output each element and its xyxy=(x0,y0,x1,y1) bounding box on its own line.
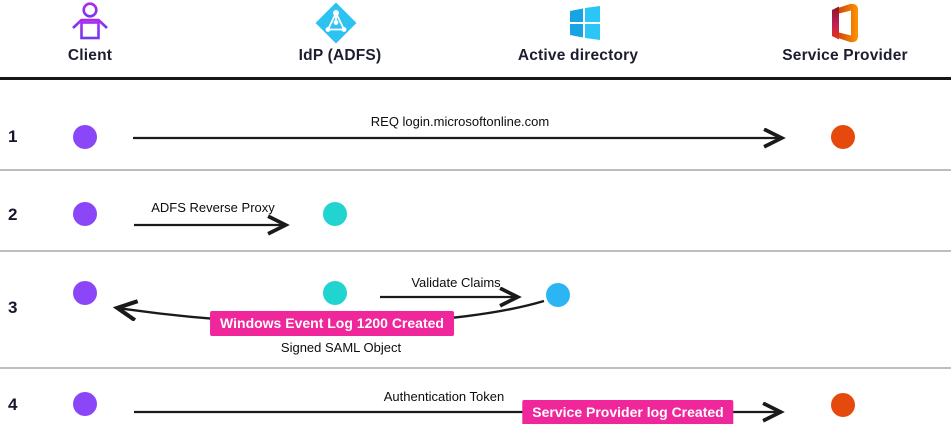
row-number-4: 4 xyxy=(8,395,18,414)
idp-dot-row3 xyxy=(323,281,347,305)
column-label-service-provider: Service Provider xyxy=(782,47,908,64)
signed-saml-object-label: Signed SAML Object xyxy=(280,340,402,355)
header-separator xyxy=(0,77,951,80)
validate-claims-label: Validate Claims xyxy=(411,275,501,290)
service-provider-dot-row1 xyxy=(831,125,855,149)
column-label-client: Client xyxy=(67,47,113,64)
windows-icon xyxy=(570,6,600,40)
row-number-2: 2 xyxy=(8,205,18,224)
client-dot-row1 xyxy=(73,125,97,149)
windows-event-log-badge: Windows Event Log 1200 Created xyxy=(210,311,454,336)
service-provider-log-badge: Service Provider log Created xyxy=(522,400,734,424)
column-label-active-directory: Active directory xyxy=(517,47,639,64)
office-icon xyxy=(832,3,858,43)
column-label-idp: IdP (ADFS) xyxy=(298,47,382,64)
active-directory-dot-row3 xyxy=(546,283,570,307)
row-number-3: 3 xyxy=(8,298,18,317)
client-dot-row2 xyxy=(73,202,97,226)
adfs-reverse-proxy-label: ADFS Reverse Proxy xyxy=(151,200,275,215)
req-login-label: REQ login.microsoftonline.com xyxy=(370,114,550,129)
row-separator-1 xyxy=(0,169,951,171)
person-icon xyxy=(72,2,108,40)
row-number-1: 1 xyxy=(8,127,18,146)
client-dot-row4 xyxy=(73,392,97,416)
authentication-token-label: Authentication Token xyxy=(383,389,505,404)
client-dot-row3 xyxy=(73,281,97,305)
row-separator-3 xyxy=(0,367,951,369)
azure-ad-diamond-icon xyxy=(315,2,357,44)
service-provider-dot-row4 xyxy=(831,393,855,417)
row-separator-2 xyxy=(0,250,951,252)
idp-dot-row2 xyxy=(323,202,347,226)
